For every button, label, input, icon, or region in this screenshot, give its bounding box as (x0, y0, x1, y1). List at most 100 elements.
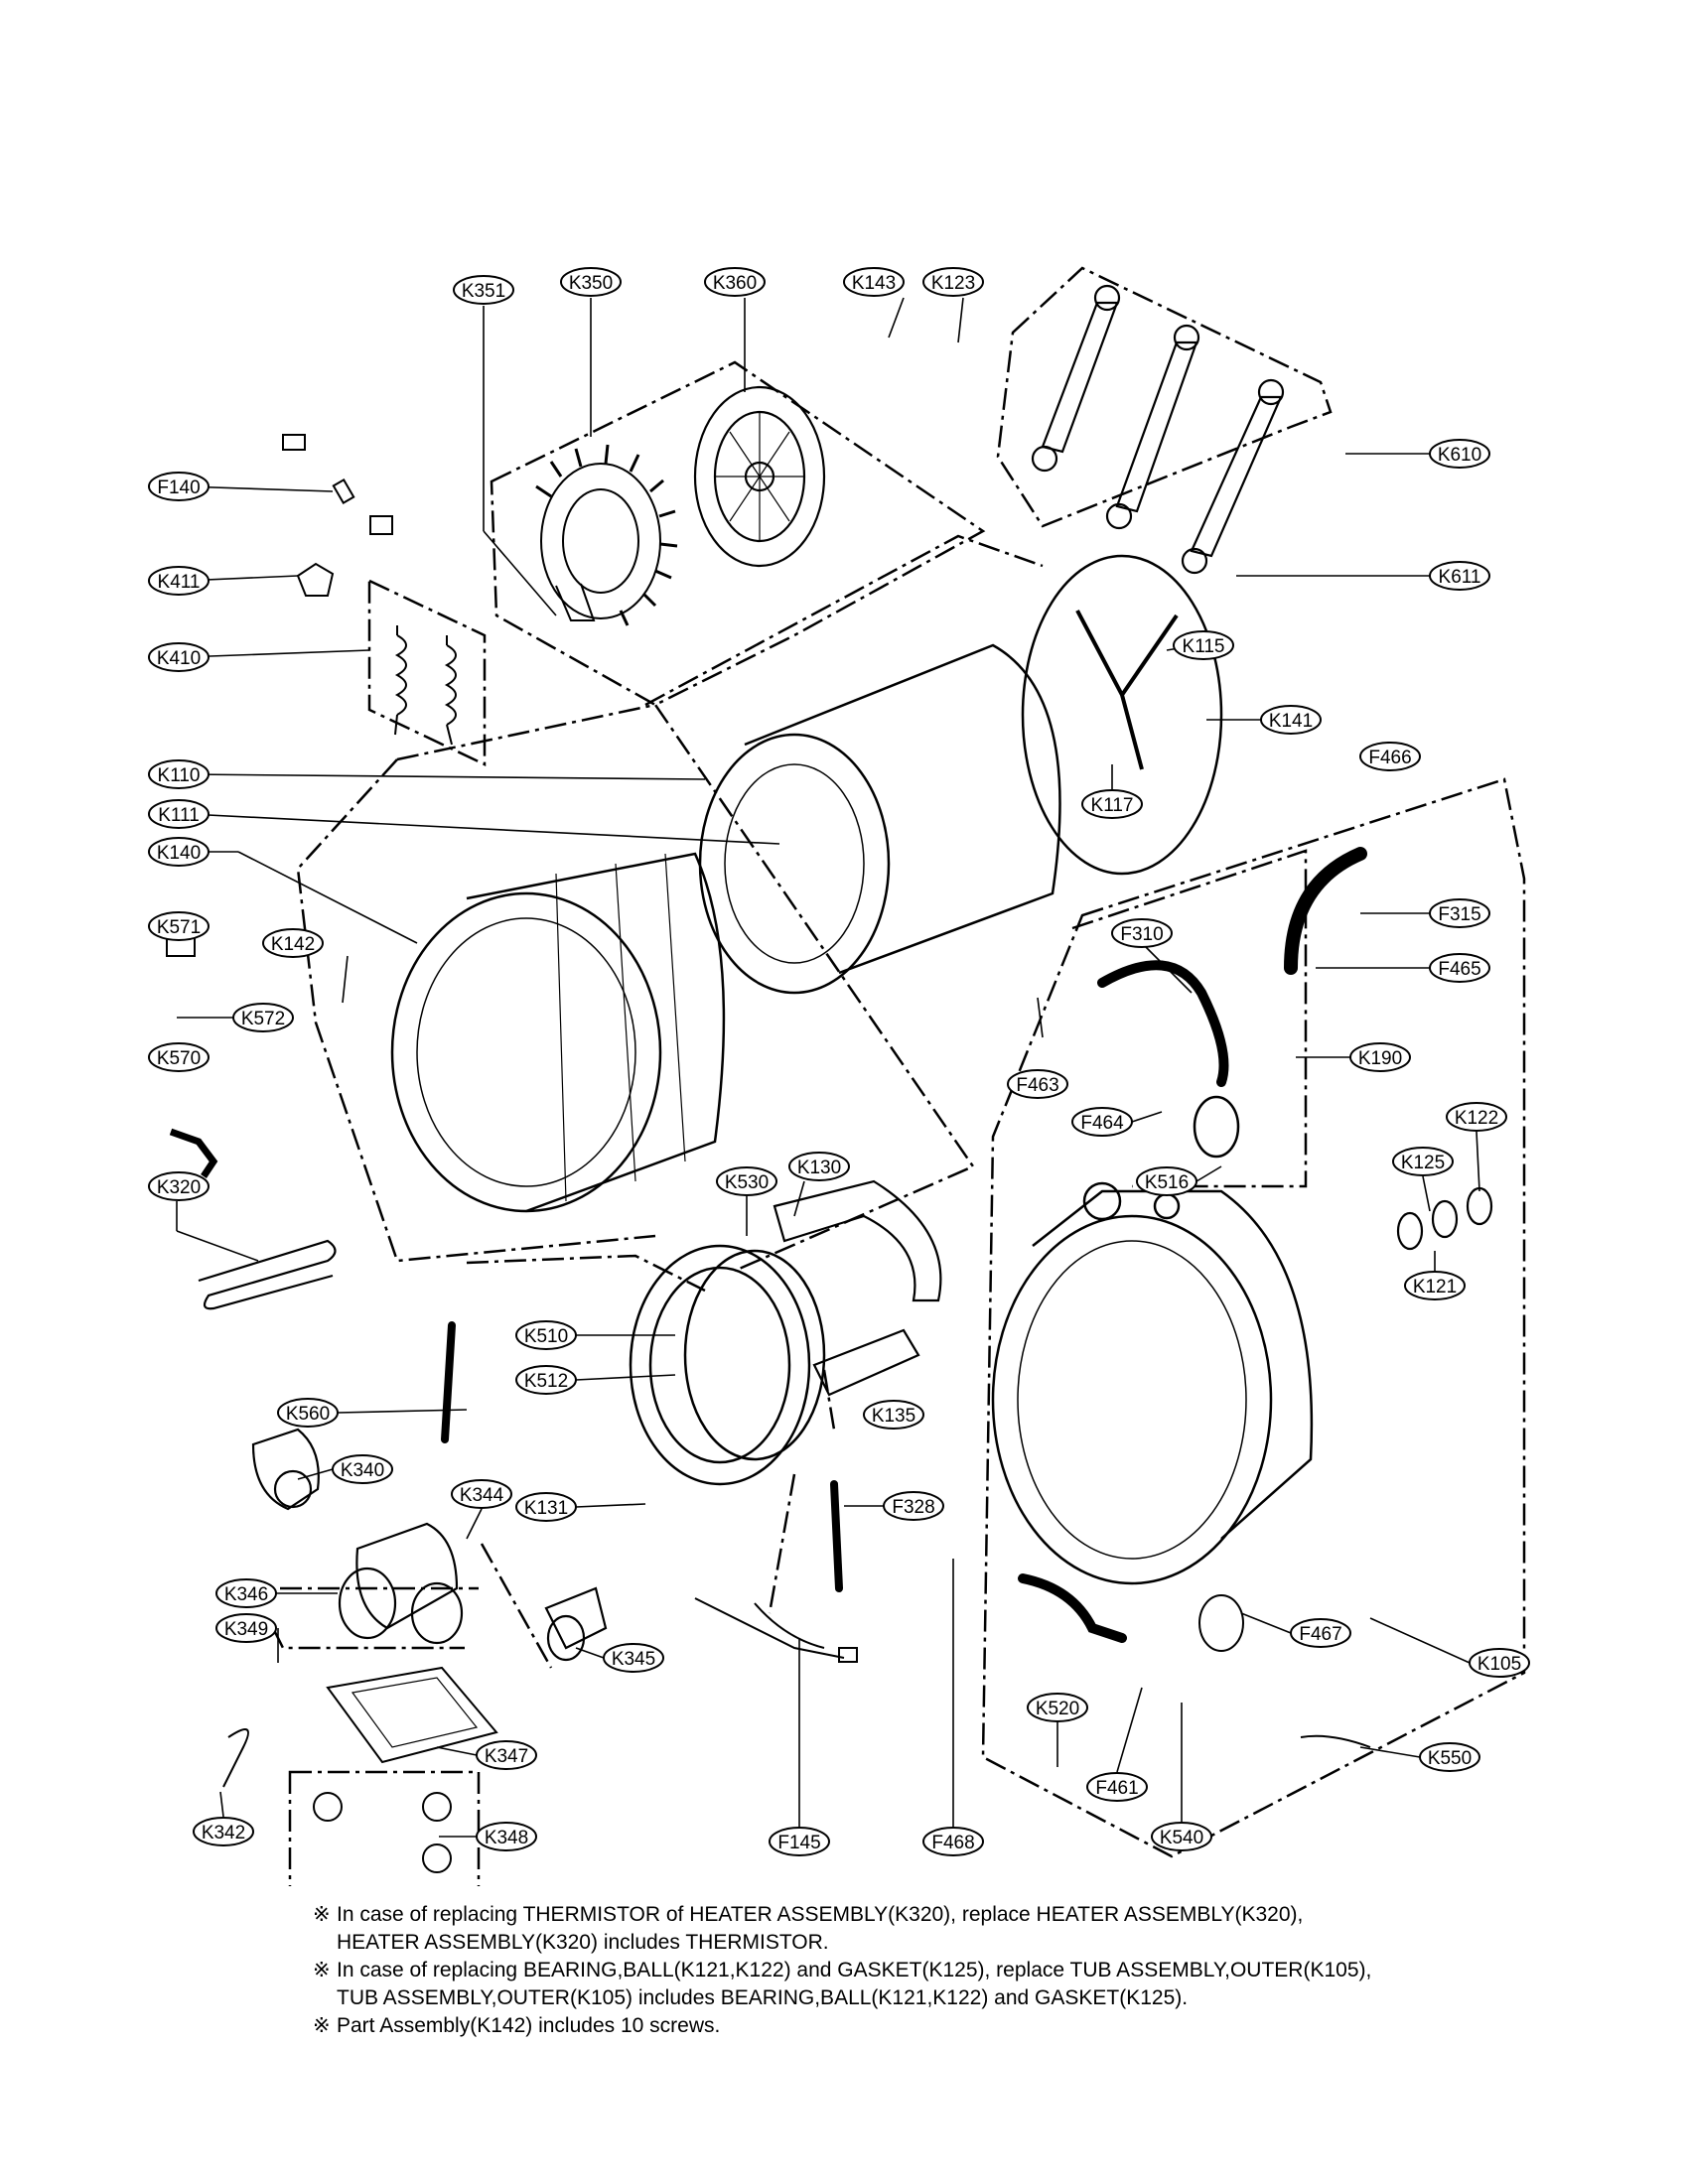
outer-tub-illustration (991, 1181, 1314, 1585)
label-K411[interactable]: K411 (148, 566, 210, 596)
label-K348[interactable]: K348 (476, 1822, 537, 1851)
label-K350[interactable]: K350 (560, 267, 622, 297)
svg-text:K135: K135 (872, 1406, 915, 1427)
label-F466[interactable]: F466 (1359, 742, 1421, 771)
svg-text:K346: K346 (224, 1584, 268, 1605)
label-F463[interactable]: F463 (1007, 1069, 1068, 1099)
label-K512[interactable]: K512 (515, 1365, 577, 1395)
svg-text:F461: F461 (1095, 1778, 1138, 1799)
label-K140[interactable]: K140 (148, 837, 210, 867)
label-K410[interactable]: K410 (148, 642, 210, 672)
label-K130[interactable]: K130 (788, 1152, 850, 1181)
svg-text:K141: K141 (1269, 711, 1313, 732)
svg-text:K111: K111 (158, 805, 200, 826)
footnotes: ※In case of replacing THERMISTOR of HEAT… (313, 1901, 1504, 2040)
label-F328[interactable]: F328 (883, 1491, 944, 1521)
svg-text:K520: K520 (1036, 1699, 1079, 1719)
label-K320-bubble[interactable]: K320 (148, 1171, 210, 1201)
label-K135[interactable]: K135 (863, 1400, 924, 1430)
label-K610[interactable]: K610 (1429, 439, 1490, 469)
label-K550[interactable]: K550 (1419, 1742, 1480, 1772)
heater-illustration (198, 1239, 337, 1310)
stator-illustration (535, 444, 678, 626)
label-K117[interactable]: K117 (1081, 789, 1143, 819)
label-K570[interactable]: K570 (148, 1042, 210, 1072)
svg-text:K512: K512 (524, 1371, 568, 1392)
label-K141[interactable]: K141 (1260, 705, 1322, 735)
svg-text:K123: K123 (931, 273, 975, 294)
label-K143[interactable]: K143 (843, 267, 905, 297)
svg-text:K110: K110 (158, 765, 201, 786)
label-K510[interactable]: K510 (515, 1320, 577, 1350)
svg-text:K560: K560 (286, 1404, 330, 1425)
label-K347[interactable]: K347 (476, 1740, 537, 1770)
door-gasket-illustration (629, 1244, 826, 1486)
label-K571[interactable]: K571 (148, 911, 210, 941)
note-2: ※In case of replacing BEARING,BALL(K121,… (313, 1959, 1372, 1981)
label-F140[interactable]: F140 (148, 472, 210, 501)
springs-illustration (394, 625, 457, 746)
label-K344[interactable]: K344 (451, 1479, 512, 1509)
clip-parts (282, 434, 393, 597)
label-K540[interactable]: K540 (1151, 1822, 1212, 1851)
svg-text:K131: K131 (524, 1498, 568, 1519)
label-K516[interactable]: K516 (1136, 1166, 1197, 1196)
label-F145[interactable]: F145 (769, 1827, 830, 1856)
front-tub-illustration (390, 852, 726, 1213)
svg-text:K348: K348 (485, 1828, 528, 1848)
label-K111[interactable]: K111 (148, 799, 210, 829)
label-F465[interactable]: F465 (1429, 953, 1490, 983)
label-K142[interactable]: K142 (262, 928, 324, 958)
label-K121[interactable]: K121 (1404, 1271, 1466, 1300)
svg-text:F468: F468 (931, 1833, 974, 1853)
svg-text:K350: K350 (569, 273, 613, 294)
hoses-illustration (1097, 847, 1367, 1159)
label-K105[interactable]: K105 (1469, 1648, 1530, 1678)
svg-text:K360: K360 (713, 273, 757, 294)
label-K122[interactable]: K122 (1446, 1102, 1507, 1132)
balance-weights-illustration (773, 1179, 942, 1397)
label-K520[interactable]: K520 (1027, 1693, 1088, 1722)
label-K611[interactable]: K611 (1429, 561, 1490, 591)
svg-text:K530: K530 (725, 1172, 769, 1193)
svg-text:K190: K190 (1358, 1048, 1402, 1069)
label-F464[interactable]: F464 (1071, 1107, 1133, 1137)
dampers-illustration (1031, 284, 1285, 575)
svg-text:F145: F145 (777, 1833, 820, 1853)
label-K110[interactable]: K110 (148, 759, 210, 789)
feet-illustration (313, 1792, 452, 1873)
svg-text:K117: K117 (1091, 795, 1134, 816)
label-K131[interactable]: K131 (515, 1492, 577, 1522)
label-F467[interactable]: F467 (1290, 1618, 1351, 1648)
label-K115[interactable]: K115 (1173, 630, 1234, 660)
label-K351[interactable]: K351 (453, 275, 514, 305)
label-K346[interactable]: K346 (215, 1578, 277, 1608)
label-K572[interactable]: K572 (232, 1003, 294, 1032)
label-F310[interactable]: F310 (1111, 918, 1173, 948)
inner-drum-illustration (698, 643, 1061, 995)
label-K349[interactable]: K349 (215, 1613, 277, 1643)
svg-text:K105: K105 (1477, 1654, 1521, 1675)
svg-text:K570: K570 (157, 1048, 201, 1069)
svg-text:K540: K540 (1160, 1828, 1203, 1848)
label-K530[interactable]: K530 (716, 1166, 777, 1196)
label-K345[interactable]: K345 (603, 1643, 664, 1673)
label-K342[interactable]: K342 (193, 1817, 254, 1846)
label-K125[interactable]: K125 (1392, 1147, 1454, 1176)
exploded-parts-diagram: K351 K350 K360 K143 K123 F140 K411 K410 … (148, 266, 1530, 1886)
svg-text:K550: K550 (1428, 1748, 1472, 1769)
label-K123[interactable]: K123 (922, 267, 984, 297)
svg-text:F467: F467 (1299, 1624, 1341, 1645)
label-F315[interactable]: F315 (1429, 898, 1490, 928)
label-F468[interactable]: F468 (922, 1827, 984, 1856)
label-K340[interactable]: K340 (332, 1454, 393, 1484)
label-K360[interactable]: K360 (704, 267, 766, 297)
svg-text:K610: K610 (1438, 445, 1481, 466)
label-K560[interactable]: K560 (277, 1398, 339, 1428)
svg-text:F465: F465 (1438, 959, 1480, 980)
label-K190[interactable]: K190 (1349, 1042, 1411, 1072)
svg-text:K572: K572 (241, 1009, 285, 1029)
label-F461[interactable]: F461 (1086, 1772, 1148, 1802)
svg-text:K122: K122 (1455, 1108, 1498, 1129)
svg-text:K410: K410 (157, 648, 201, 669)
